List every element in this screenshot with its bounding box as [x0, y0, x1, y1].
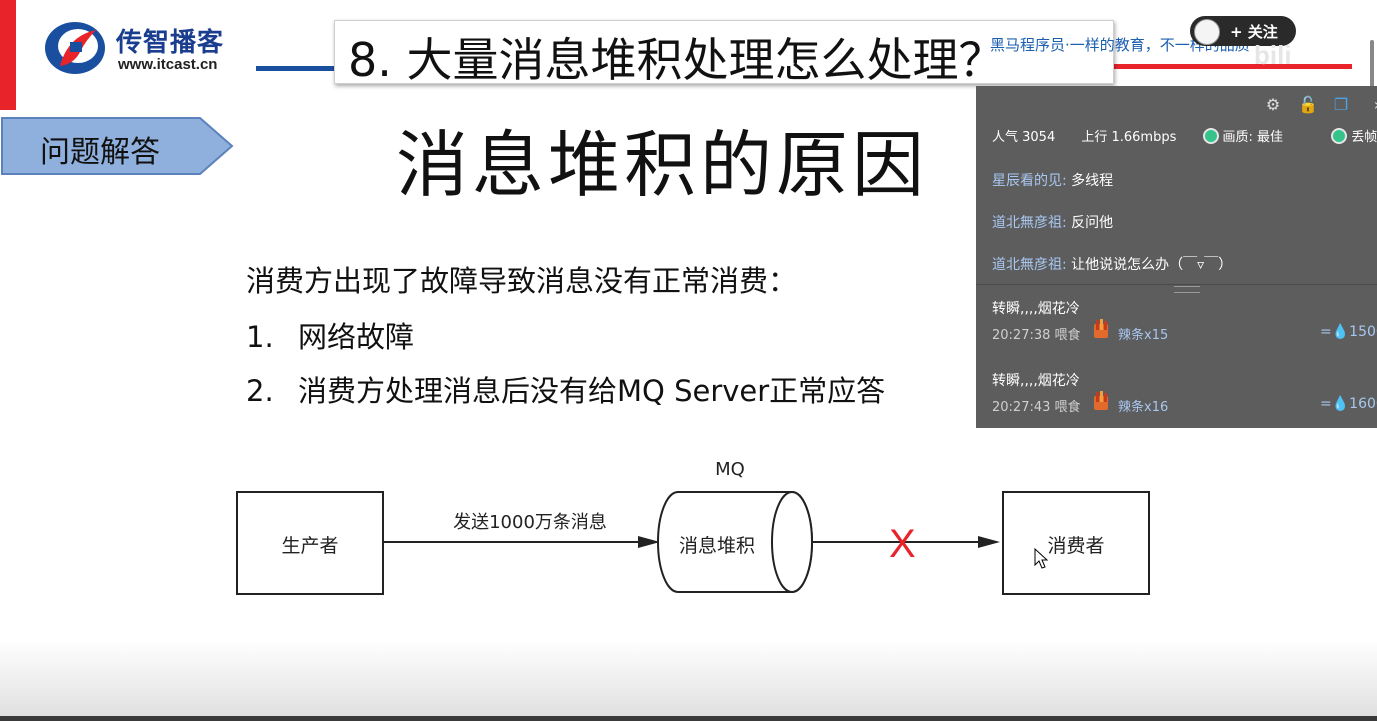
- gift-item: 辣条x16: [1118, 400, 1169, 415]
- quality-stat: 画质: 最佳: [1202, 128, 1306, 145]
- resize-handle[interactable]: [1174, 286, 1200, 293]
- header-divider-red: [1110, 64, 1352, 69]
- popularity-stat: 人气 3054: [992, 130, 1056, 145]
- cause-text: 消费方处理消息后没有给MQ Server正常应答: [298, 374, 886, 408]
- bilibili-watermark: bili: [1254, 40, 1292, 70]
- gift-sender: 转瞬,,,,烟花冷: [992, 373, 1080, 389]
- streamer-avatar: [1194, 19, 1220, 45]
- header-divider-blue: [256, 66, 366, 71]
- chat-user[interactable]: 星辰看的见:: [992, 173, 1067, 189]
- chat-message: 星辰看的见: 多线程: [992, 170, 1113, 190]
- panel-divider: [976, 284, 1377, 285]
- chat-message: 道北無彦祖: 反问他: [992, 212, 1113, 232]
- coin-icon: 💧: [1331, 324, 1350, 340]
- coin-icon: 💧: [1331, 396, 1350, 412]
- frame-loss-text: 丢帧 0.0%: [1351, 130, 1377, 145]
- brand-red-strip: [0, 0, 16, 110]
- cause-item: 1. 网络故障: [246, 314, 414, 356]
- follow-button[interactable]: + 关注: [1190, 16, 1296, 46]
- gift-time: 20:27:43 喂食: [992, 400, 1081, 415]
- consumer-box: [1002, 491, 1150, 595]
- bottom-shadow: [0, 640, 1377, 721]
- producer-box: [236, 491, 384, 595]
- gift-value: =💧1500: [1320, 324, 1377, 340]
- follow-label: + 关注: [1230, 23, 1278, 41]
- queue-caption: MQ: [715, 459, 745, 480]
- status-dot-icon: [1331, 128, 1348, 144]
- gift-item: 辣条x15: [1118, 328, 1169, 343]
- tagline-overlay: 黑马程序员·一样的教育，不一样的品质: [990, 36, 1250, 54]
- frame-loss-stat: 丢帧 0.0%: [1331, 128, 1377, 145]
- quality-text: 画质: 最佳: [1222, 130, 1284, 145]
- mouse-cursor-icon: [1034, 548, 1049, 569]
- cause-item: 2. 消费方处理消息后没有给MQ Server正常应答: [246, 368, 885, 410]
- cause-number: 1.: [246, 320, 274, 354]
- blocked-mark: X: [889, 522, 916, 566]
- section-tag-label: 问题解答: [40, 135, 160, 170]
- cause-intro: 消费方出现了故障导致消息没有正常消费：: [246, 264, 798, 298]
- cause-number: 2.: [246, 374, 274, 408]
- title-banner: [334, 20, 1114, 84]
- arrow-label: 发送1000万条消息: [453, 512, 607, 533]
- gift-value-text: 1600: [1349, 396, 1377, 412]
- live-danmaku-panel: ⚙ 🔓 ❐ › 人气 3054 上行 1.66mbps 画质: 最佳 丢帧 0.…: [976, 86, 1377, 428]
- spicy-strip-gift-icon: [1094, 319, 1108, 338]
- upload-stat: 上行 1.66mbps: [1081, 130, 1177, 145]
- gift-time: 20:27:38 喂食: [992, 328, 1081, 343]
- brand-name: 传智播客: [116, 28, 225, 58]
- window-icon[interactable]: ❐: [1333, 95, 1349, 114]
- spicy-strip-gift-icon: [1094, 391, 1108, 410]
- diagram-connectors: [382, 491, 1000, 593]
- chat-user[interactable]: 道北無彦祖:: [992, 257, 1067, 273]
- chat-message: 道北無彦祖: 让他说说怎么办（￣▿￣）: [992, 254, 1232, 274]
- chat-text: 多线程: [1066, 173, 1114, 189]
- stream-stats: 人气 3054 上行 1.66mbps 画质: 最佳 丢帧 0.0%: [992, 126, 1377, 145]
- producer-label: 生产者: [281, 535, 339, 557]
- gift-value-text: 1500: [1349, 324, 1377, 340]
- itcast-logo: [45, 22, 105, 74]
- slide-title: 8. 大量消息堆积处理怎么处理？: [348, 33, 1005, 87]
- queue-label: 消息堆积: [678, 535, 755, 557]
- slide-heading: 消息堆积的原因: [396, 123, 929, 207]
- consumer-label: 消费者: [1047, 535, 1105, 557]
- cause-text: 网络故障: [298, 320, 415, 354]
- chat-user[interactable]: 道北無彦祖:: [992, 215, 1067, 231]
- chevron-right-icon[interactable]: ›: [1368, 96, 1377, 114]
- gift-value: =💧1600: [1320, 396, 1377, 412]
- gear-icon[interactable]: ⚙: [1265, 95, 1281, 114]
- unlock-icon[interactable]: 🔓: [1298, 95, 1318, 114]
- gift-sender: 转瞬,,,,烟花冷: [992, 301, 1080, 317]
- video-progress-bar[interactable]: [0, 716, 1377, 721]
- chat-text: 让他说说怎么办（￣▿￣）: [1066, 257, 1233, 273]
- scrollbar[interactable]: [1370, 40, 1374, 100]
- chat-text: 反问他: [1066, 215, 1114, 231]
- section-tag-arrow: [1, 117, 234, 175]
- brand-site: www.itcast.cn: [118, 56, 218, 73]
- status-dot-icon: [1202, 128, 1219, 144]
